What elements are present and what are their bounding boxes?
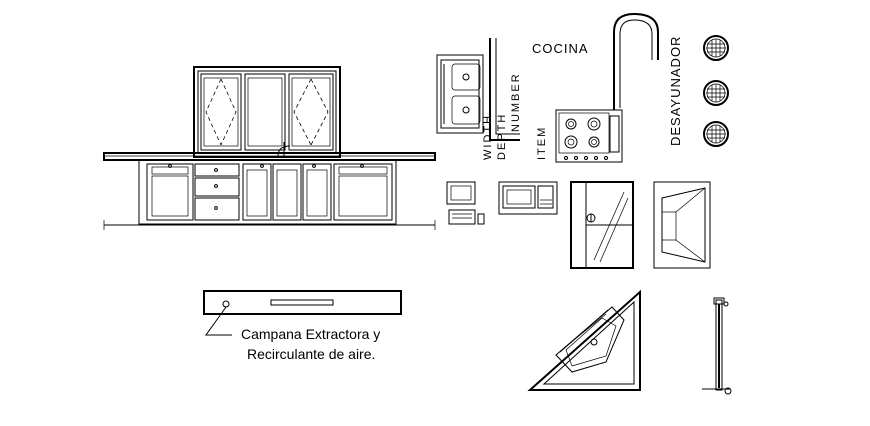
- corner-sink-icon: [527, 289, 641, 391]
- stool-icon: [703, 80, 729, 106]
- hood-caption-line1: Campana Extractora y: [241, 326, 380, 342]
- breakfast-bar-label: DESAYUNADOR: [668, 36, 683, 146]
- microwave-icon: [498, 181, 558, 215]
- attr-depth-text: DEPTH: [496, 113, 508, 160]
- kitchen-label: COCINA: [532, 41, 589, 56]
- attr-width-text: WIDTH: [482, 114, 494, 160]
- kitchen-elevation: [103, 66, 436, 230]
- cooktop-icon: [555, 109, 623, 163]
- range-hood-plan-icon: [653, 181, 711, 269]
- base-cabinets: [138, 159, 397, 225]
- kitchen-plan: WIDTH DEPTH NUMBER ITEM COCINA: [436, 12, 729, 163]
- hood-caption-line2: Recirculante de aire.: [247, 346, 375, 362]
- attr-item-text: ITEM: [536, 126, 548, 160]
- attr-number-text: NUMBER: [510, 72, 522, 132]
- hood-elevation: [203, 290, 402, 336]
- stool-icon: [703, 35, 729, 61]
- wall-profile-icon: [702, 297, 732, 395]
- stool-icon: [703, 121, 729, 147]
- attribute-labels: WIDTH DEPTH NUMBER ITEM: [482, 72, 548, 160]
- computer-icon: [446, 181, 485, 225]
- upper-window-unit: [193, 66, 341, 158]
- double-sink-icon: [436, 54, 484, 134]
- refrigerator-icon: [570, 181, 634, 269]
